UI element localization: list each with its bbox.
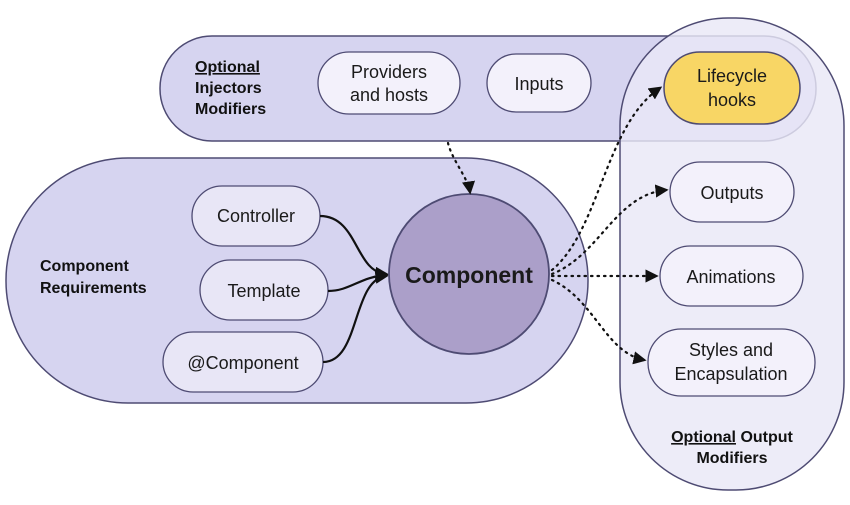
injectors-to-component-connector: [446, 141, 476, 195]
providers-and-hosts-label-line2: and hosts: [350, 85, 428, 105]
at-component-label: @Component: [187, 353, 298, 373]
lifecycle-hooks-pill[interactable]: [663, 51, 801, 125]
template-label: Template: [227, 281, 300, 301]
outputs-label: Outputs: [700, 183, 763, 203]
component-to-lifecycle-connector: [550, 86, 663, 272]
lifecycle-hooks-label-line2: hooks: [708, 90, 756, 110]
controller-label: Controller: [217, 206, 295, 226]
at-component-to-component-connector: [322, 270, 389, 364]
outputs-pill[interactable]: [669, 161, 795, 223]
component-to-outputs-connector: [550, 184, 669, 276]
styles-label-line1: Styles and: [689, 340, 773, 360]
requirements-label-line1: Component: [40, 258, 130, 275]
injectors-label-injectors: Injectors: [195, 80, 262, 97]
output-modifiers-label-line1: Optional Output: [671, 429, 793, 446]
lifecycle-hooks-label-line1: Lifecycle: [697, 66, 767, 86]
component-to-styles-connector: [550, 278, 647, 365]
styles-label-line2: Encapsulation: [674, 364, 787, 384]
injectors-label-modifiers: Modifiers: [195, 101, 266, 118]
providers-and-hosts-pill[interactable]: [317, 51, 461, 115]
inputs-pill[interactable]: [486, 53, 592, 113]
output-modifiers-label-optional: Optional: [671, 429, 736, 446]
component-label: Component: [405, 262, 533, 288]
providers-and-hosts-label-line1: Providers: [351, 62, 427, 82]
styles-and-encapsulation-pill[interactable]: [647, 328, 816, 397]
inputs-label: Inputs: [514, 74, 563, 94]
animations-pill[interactable]: [659, 245, 804, 307]
output-modifiers-label-line2: Modifiers: [696, 450, 767, 467]
output-modifiers-label-output: Output: [736, 429, 794, 446]
injectors-label-optional: Optional: [195, 59, 260, 76]
animations-label: Animations: [686, 267, 775, 287]
requirements-label-line2: Requirements: [40, 280, 147, 297]
